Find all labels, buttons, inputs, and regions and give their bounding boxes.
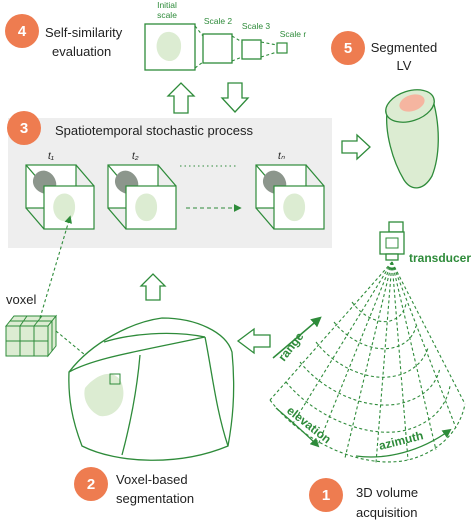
step-4-label-line2: evaluation: [52, 44, 111, 59]
cube-tn: tₙ: [255, 151, 325, 230]
scale-initial-blob: [156, 31, 182, 62]
transducer-body: [379, 231, 405, 255]
transducer-head-top: [388, 221, 404, 233]
scale-r-box: [276, 42, 288, 54]
step-4-number: 4: [18, 23, 27, 40]
ultrasound-fan: [269, 261, 466, 464]
arrow-down-to-step3: [220, 82, 250, 113]
step-2-label-line1: Voxel-based: [116, 472, 188, 487]
time-label-t2: t₂: [132, 151, 139, 162]
axis-azimuth-label: azimuth: [377, 428, 424, 453]
arrow-left-to-step2: [236, 327, 271, 355]
step-1-badge: [309, 478, 343, 512]
step-3-badge: [7, 111, 41, 145]
step-4-label-line1: Self-similarity: [45, 25, 123, 40]
step-5-group: 5 Segmented LV: [331, 31, 439, 189]
segmentation-volume: [68, 317, 235, 461]
axis-range-label: range: [275, 329, 306, 364]
step-1-group: 1 3D volume acquisition: [309, 478, 418, 520]
transducer-tip: [385, 253, 399, 261]
time-label-t1: t₁: [48, 151, 54, 162]
step-4-badge: [5, 14, 39, 48]
scale-initial-line1: Initial: [157, 0, 177, 10]
step-5-label-line1: Segmented: [371, 40, 438, 55]
step-5-number: 5: [344, 40, 352, 57]
range-arrow: [272, 316, 322, 359]
scale-3-box: [241, 39, 262, 60]
step-5-label-line2: LV: [397, 58, 412, 73]
axis-elevation-label: elevation: [284, 403, 334, 446]
step-2-badge: [74, 467, 108, 501]
step-1-number: 1: [322, 487, 330, 504]
azimuth-arrow: [355, 428, 452, 458]
elevation-arrow: [275, 407, 320, 448]
step-1-label-line2: acquisition: [356, 505, 417, 520]
scale-2-label: Scale 2: [204, 16, 233, 26]
step-4-group: 4 Self-similarity evaluation: [5, 14, 123, 59]
scale-3-label: Scale 3: [242, 21, 271, 31]
arrow-up-to-step4: [166, 82, 196, 114]
step-3-label: Spatiotemporal stochastic process: [55, 123, 253, 138]
cube-t2: t₂: [107, 151, 177, 230]
cube-t1: t₁: [25, 151, 95, 230]
segmented-lv-shape: [385, 89, 439, 189]
step-1-label-line1: 3D volume: [356, 485, 418, 500]
arrow-right-to-step5: [341, 133, 371, 161]
arrow-up-to-step3: [139, 273, 167, 301]
step-3-number: 3: [20, 120, 28, 137]
step-2-label-line2: segmentation: [116, 491, 194, 506]
voxel-grid-cube: [4, 314, 58, 358]
voxel-link-up: [39, 215, 72, 319]
transducer-label: transducer: [409, 251, 471, 265]
step-2-number: 2: [87, 476, 95, 493]
scale-2-box: [202, 33, 233, 64]
scale-initial-line2: scale: [157, 10, 177, 20]
scale-cubes: Initial scale Scale 2 Scale 3 Scale r: [144, 0, 307, 71]
transducer-probe: [379, 221, 405, 261]
time-label-tn: tₙ: [278, 151, 286, 162]
scale-r-label: Scale r: [280, 29, 307, 39]
step-5-badge: [331, 31, 365, 65]
voxel-label: voxel: [6, 292, 36, 307]
